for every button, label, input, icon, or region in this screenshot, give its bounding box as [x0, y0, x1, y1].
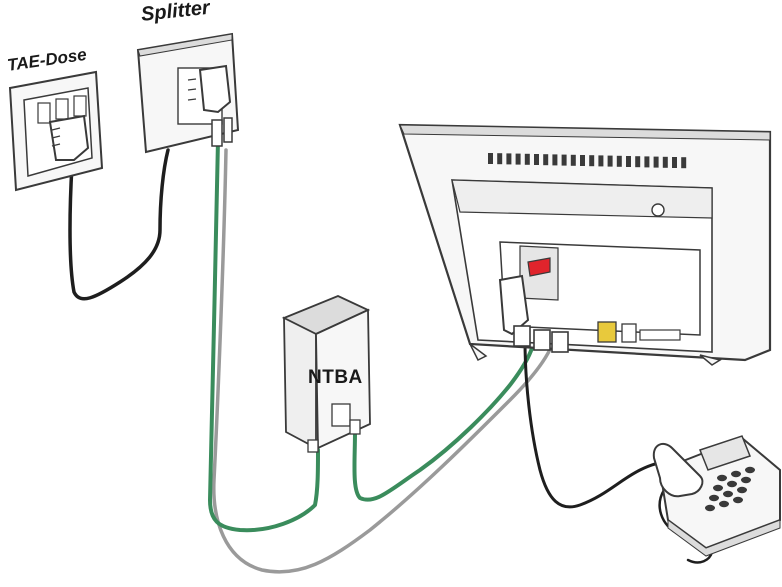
- router-vent-slot: [635, 156, 641, 168]
- splitter-device: [136, 32, 240, 154]
- ntba-label: NTBA: [308, 367, 363, 388]
- router-vent-slot: [626, 156, 631, 167]
- router-vent-slot: [561, 154, 567, 166]
- cable-splitter-green: [208, 138, 320, 533]
- telephone-key: [713, 484, 723, 492]
- telephone-keypad: [705, 466, 755, 512]
- router-vent-slot: [644, 156, 650, 168]
- router-vent-slot: [607, 155, 613, 167]
- telephone-key: [723, 490, 733, 498]
- telephone-key: [737, 486, 747, 494]
- telephone-key: [745, 466, 755, 474]
- router-vent-slot: [515, 153, 521, 165]
- telephone-key: [709, 494, 719, 502]
- cable-ntba-router-green: [352, 346, 534, 502]
- telephone-key: [717, 474, 727, 482]
- telephone-key: [731, 470, 741, 478]
- telephone-key: [727, 480, 737, 488]
- router-vent-slot: [580, 155, 585, 166]
- router-vent-slot: [506, 153, 512, 165]
- router-vent-slot: [662, 156, 668, 168]
- router-vent-slot: [598, 155, 604, 167]
- telephone-key: [741, 476, 751, 484]
- router-vent-slot: [497, 153, 503, 165]
- tae-plug: [48, 114, 90, 161]
- telephone-key: [719, 500, 729, 508]
- router-device: [398, 123, 772, 366]
- router-vent-slot: [616, 155, 622, 167]
- router-vent-slot: [524, 153, 530, 165]
- router-vent-slot: [552, 154, 558, 166]
- router-vent-slot: [488, 153, 493, 164]
- telephone-key: [733, 496, 743, 504]
- tae-dose-socket: [8, 70, 104, 192]
- splitter-plug: [198, 64, 232, 114]
- router-vent-slot: [543, 154, 549, 166]
- ntba-device: [281, 295, 371, 453]
- router-vent-slot: [681, 157, 687, 169]
- dsl-plug-red: [527, 257, 551, 277]
- cable-router-phone: [523, 338, 670, 509]
- cable-tae-splitter: [68, 148, 170, 301]
- cable-splitter-router-gray: [212, 148, 554, 574]
- router-vent-slot: [570, 154, 576, 166]
- router-vent-slot: [534, 154, 539, 165]
- telephone-handset: [652, 442, 704, 498]
- router-vents: [488, 153, 687, 169]
- router-vent-slot: [589, 155, 595, 167]
- telephone-key: [705, 504, 715, 512]
- telephone-device: [652, 435, 781, 557]
- router-vent-slot: [672, 157, 677, 168]
- router-vent-slot: [653, 156, 659, 168]
